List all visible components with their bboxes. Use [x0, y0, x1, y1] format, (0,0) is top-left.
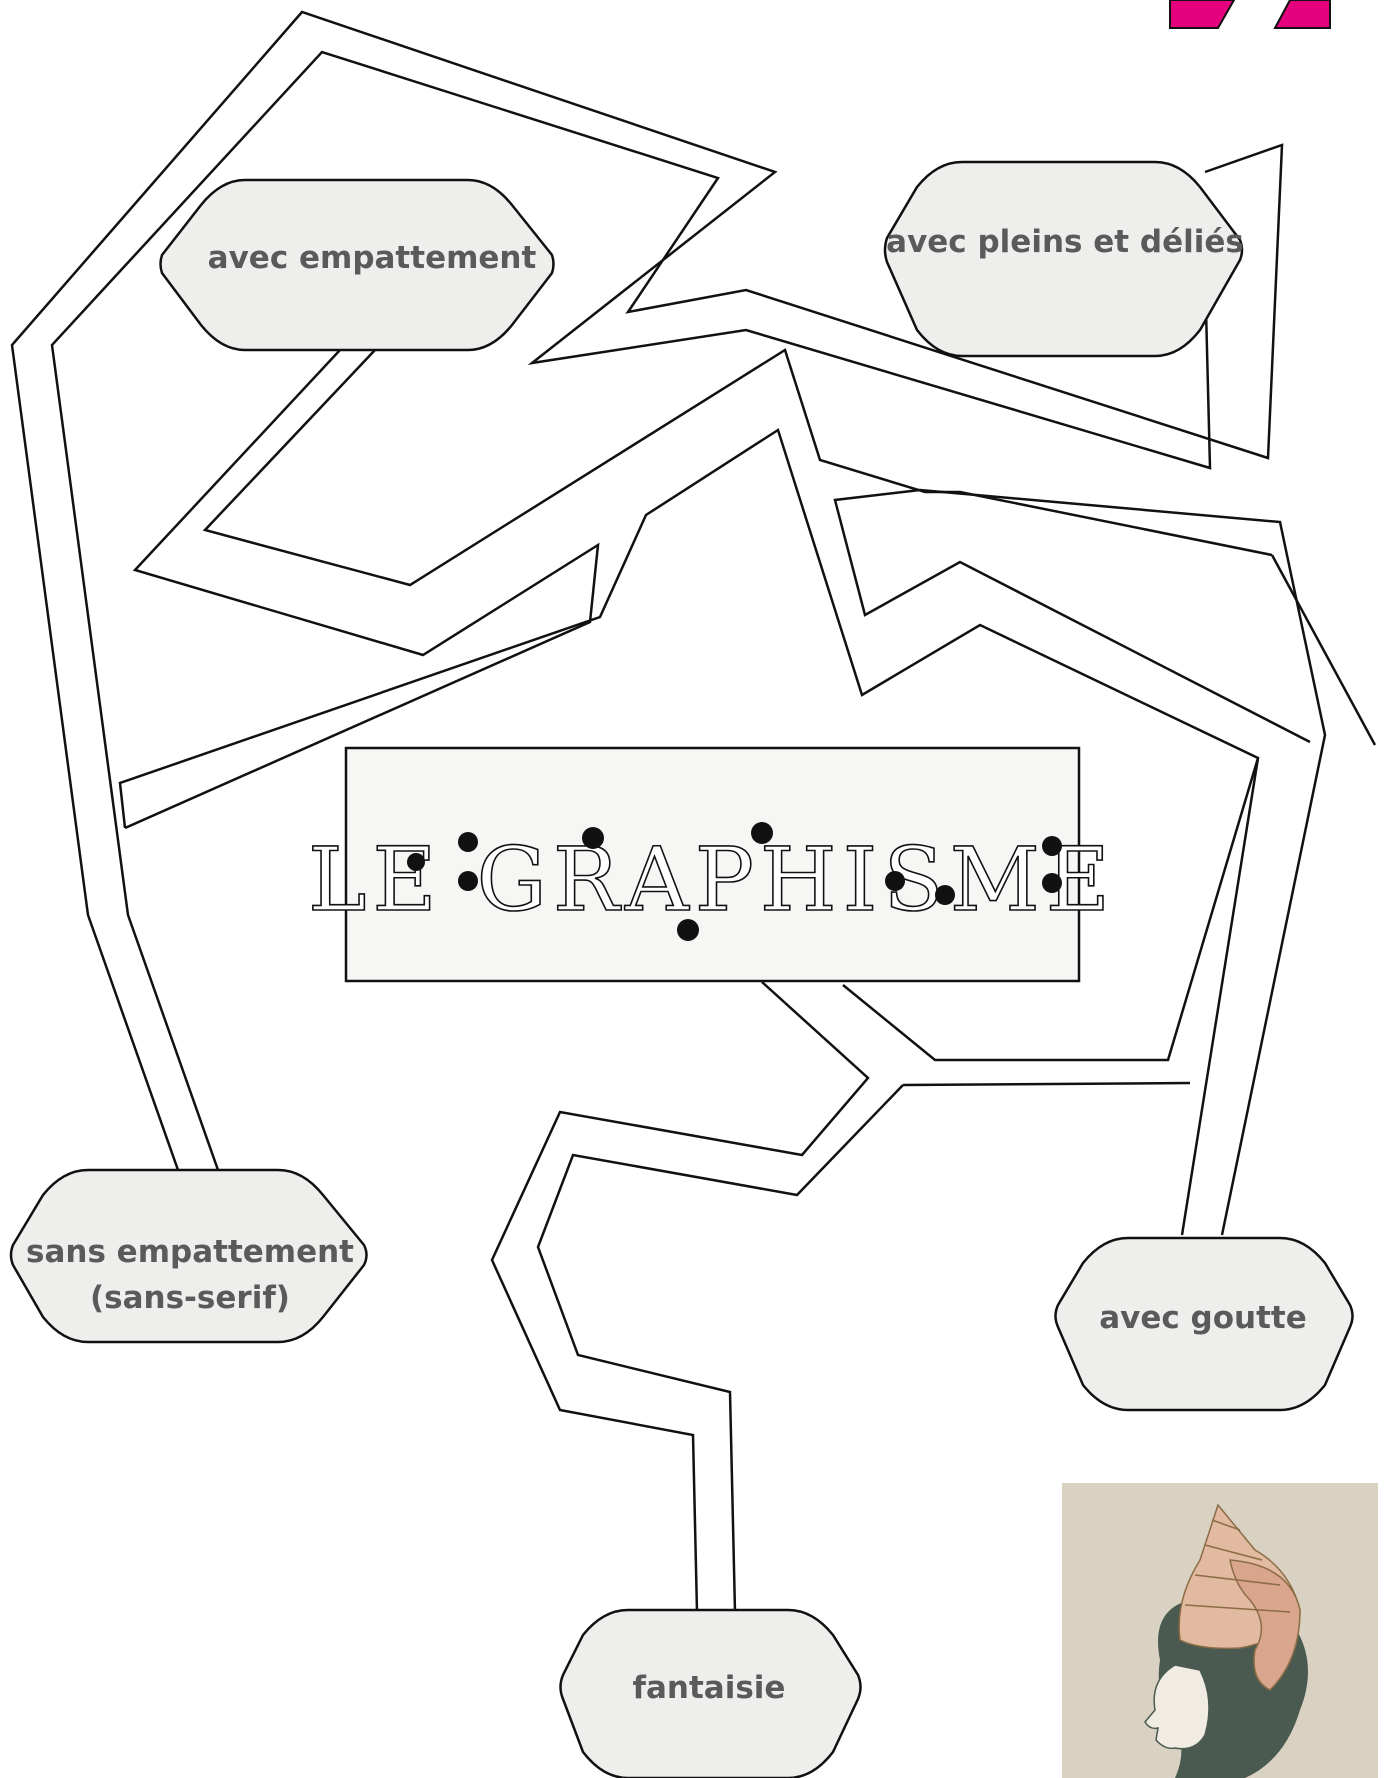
node-fantasy[interactable]: fantaisie: [559, 1608, 862, 1778]
node-sans-serif[interactable]: sans empattement (sans-serif): [9, 1168, 368, 1344]
woman-with-shell-illustration: [1062, 1483, 1378, 1778]
node-fantasy-label: fantaisie: [633, 1670, 786, 1706]
path-inner-left: [50, 50, 1284, 1171]
title-box: LE GRAPHISME: [307, 746, 1116, 983]
title-frame: [344, 746, 1081, 983]
node-serif[interactable]: avec empattement: [159, 178, 555, 352]
node-contrast-label: avec pleins et déliés: [886, 224, 1244, 260]
path-serif-outer: [202, 348, 1273, 587]
path-title-right-outer: [842, 757, 1260, 1062]
node-sans-serif-label-2: (sans-serif): [90, 1280, 290, 1316]
path-fantasy-inner: [536, 1084, 904, 1613]
node-drop[interactable]: avec goutte: [1054, 1236, 1354, 1412]
path-title-right-inner: [902, 1081, 1191, 1087]
node-sans-serif-label-1: sans empattement: [26, 1234, 354, 1270]
node-contrast[interactable]: avec pleins et déliés: [883, 160, 1244, 358]
path-drop-outer: [833, 488, 1327, 1236]
path-serif-inner2: [118, 428, 1260, 1236]
path-fantasy-outer: [490, 981, 870, 1613]
title-text: LE GRAPHISME: [308, 828, 1116, 931]
node-serif-label: avec empattement: [208, 240, 537, 276]
path-serif-inner: [124, 349, 600, 830]
node-drop-label: avec goutte: [1099, 1300, 1307, 1336]
connector-paths: [10, 10, 1377, 1613]
pink-shape-fragment: [1169, 0, 1331, 29]
path-outer-left: [10, 10, 1212, 1171]
title-dots: [407, 822, 1062, 941]
path-drop-inner: [1270, 554, 1377, 746]
